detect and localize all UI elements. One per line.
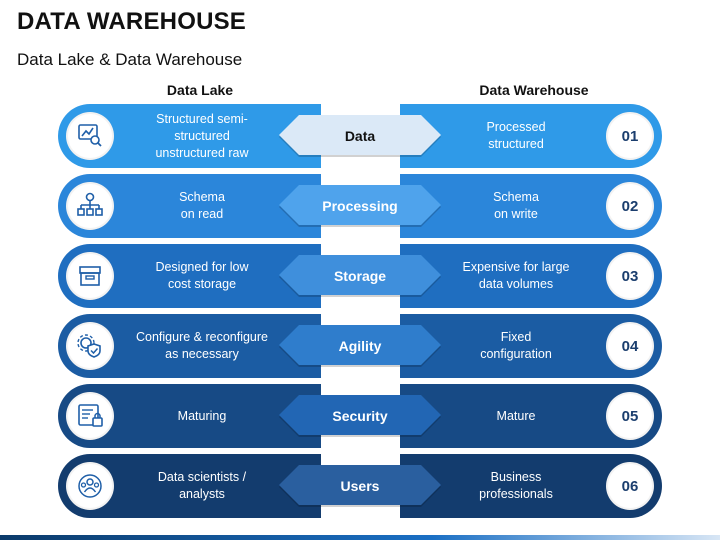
category-arrow: Storage [277, 254, 443, 298]
comparison-row: Designed for low cost storage Expensive … [58, 244, 662, 308]
category-arrow: Security [277, 394, 443, 438]
double-arrow-shape [279, 395, 441, 437]
data-warehouse-text: Mature [496, 408, 536, 423]
step-number: 05 [621, 407, 639, 425]
data-warehouse-text: Expensive for large data volumes [462, 260, 570, 291]
category-label: Users [340, 478, 380, 494]
step-number-badge: 03 [606, 252, 654, 300]
double-arrow-shape [279, 325, 441, 367]
step-number-badge: 04 [606, 322, 654, 370]
column-header-data-warehouse: Data Warehouse [479, 82, 589, 98]
data-warehouse-text: Processed structured [486, 120, 546, 151]
step-number-badge: 02 [606, 182, 654, 230]
double-arrow-shape [279, 115, 441, 157]
data-lake-text: Configure & reconfigure as necessary [135, 330, 269, 361]
double-arrow-shape [279, 185, 441, 227]
step-number: 01 [621, 127, 639, 145]
comparison-row: Maturing Mature 05 Security [58, 384, 662, 448]
data-lake-text: Schema on read [179, 190, 225, 221]
category-label: Storage [333, 268, 387, 284]
gear-shield-icon [66, 322, 114, 370]
user-group-icon [66, 462, 114, 510]
double-arrow-shape [279, 255, 441, 297]
chart-magnifier-icon [66, 112, 114, 160]
data-warehouse-text: Fixed configuration [480, 330, 552, 361]
step-number-badge: 06 [606, 462, 654, 510]
comparison-row: Structured semi- structured unstructured… [58, 104, 662, 168]
category-label: Agility [338, 338, 382, 354]
comparison-row: Configure & reconfigure as necessary Fix… [58, 314, 662, 378]
data-lake-text: Designed for low cost storage [155, 260, 249, 291]
step-number: 03 [621, 267, 639, 285]
network-hierarchy-icon [66, 182, 114, 230]
page-subtitle: Data Lake & Data Warehouse [17, 50, 243, 69]
data-lake-text: Structured semi- structured unstructured… [155, 111, 249, 160]
step-number: 04 [621, 337, 639, 355]
secure-document-icon [66, 392, 114, 440]
category-label: Processing [322, 198, 398, 214]
storage-box-icon [66, 252, 114, 300]
comparison-row: Schema on read Schema on write 02 Proces… [58, 174, 662, 238]
page-title: DATA WAREHOUSE [17, 8, 247, 35]
comparison-row: Data scientists / analysts Business prof… [58, 454, 662, 518]
category-label: Security [332, 408, 388, 424]
category-arrow: Agility [277, 324, 443, 368]
data-warehouse-text: Schema on write [493, 190, 539, 221]
column-header-data-lake: Data Lake [166, 82, 234, 98]
data-lake-text: Maturing [177, 408, 227, 423]
category-arrow: Users [277, 464, 443, 508]
category-label: Data [344, 128, 376, 144]
step-number-badge: 01 [606, 112, 654, 160]
data-lake-text: Data scientists / analysts [157, 470, 247, 501]
category-arrow: Processing [277, 184, 443, 228]
step-number: 02 [621, 197, 639, 215]
step-number-badge: 05 [606, 392, 654, 440]
bottom-accent-bar [0, 535, 720, 540]
step-number: 06 [621, 477, 639, 495]
category-arrow: Data [277, 114, 443, 158]
data-warehouse-text: Business professionals [479, 470, 553, 501]
double-arrow-shape [279, 465, 441, 507]
